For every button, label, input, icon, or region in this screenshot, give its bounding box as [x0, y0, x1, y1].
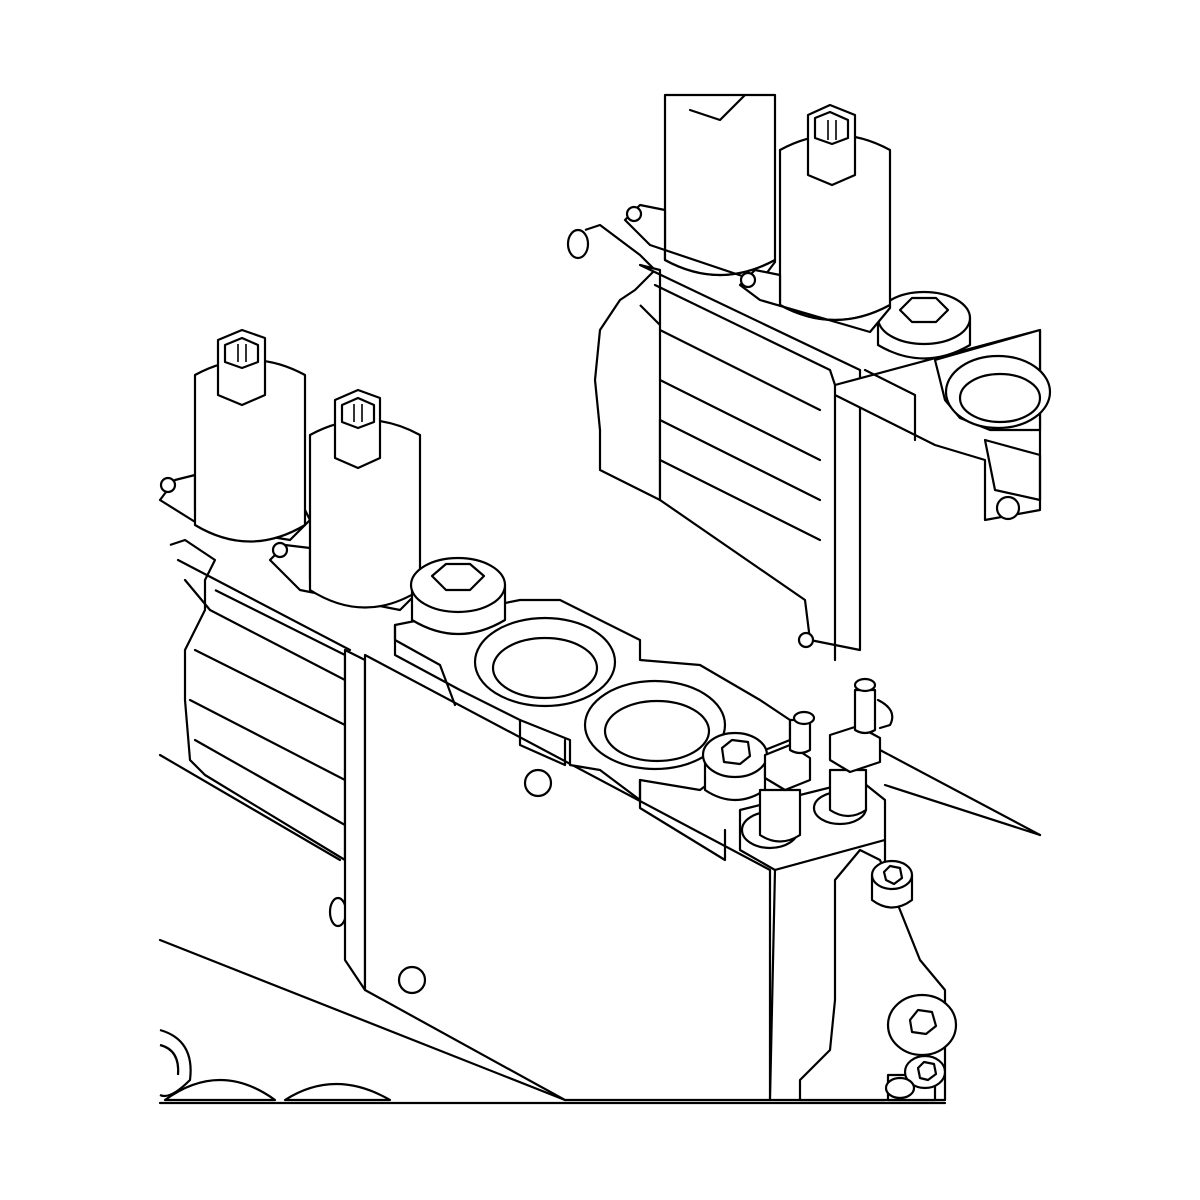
rear-bolt-hex-socket — [898, 296, 950, 324]
rear-solenoid-flange-right — [738, 268, 892, 334]
front-connector-right-socket — [340, 396, 376, 430]
rear-block-grooves — [658, 328, 822, 542]
fitting-left-stem — [788, 718, 812, 755]
fitting-right-stem — [853, 688, 877, 735]
base-port-right — [283, 1083, 392, 1102]
front-bolt-pad — [393, 623, 457, 707]
front-bolt-hex-socket — [430, 562, 486, 592]
fitting-left-tip — [792, 710, 816, 726]
front-top-lug-2 — [638, 778, 727, 862]
base-port-middle — [163, 1078, 277, 1102]
rear-left-end-casting — [584, 223, 672, 502]
side-bracket-large-screw-socket — [908, 1008, 938, 1036]
rear-mount-hole — [995, 495, 1021, 521]
fitting-right-clip — [876, 698, 894, 730]
rear-port-inner-bore — [958, 372, 1042, 424]
front-connector-right-pins — [353, 404, 363, 422]
front-connector-left-socket — [223, 336, 260, 370]
side-bracket-nut — [884, 1076, 916, 1100]
front-valve-block — [158, 328, 1042, 1102]
front-block-hole-upper — [523, 768, 553, 798]
side-bracket-lower-screw-socket — [916, 1060, 938, 1082]
front-connector-left-pins — [237, 344, 247, 362]
rear-block-rod — [653, 283, 837, 387]
front-block-main-face — [363, 653, 772, 1102]
rear-end-plug — [566, 228, 590, 260]
front-block-grooves — [183, 578, 347, 827]
front-flange-screw-right — [271, 541, 289, 559]
base-plate-edge — [158, 938, 567, 1102]
rear-block-base-edge — [878, 748, 1042, 837]
rear-bottom-hole — [797, 631, 815, 649]
rear-flange-screw-right — [739, 271, 757, 289]
fitting-left-body — [758, 788, 802, 843]
rear-connector-pins — [827, 120, 837, 140]
fitting-right-body — [828, 768, 868, 818]
fitting-block-rear-edge — [883, 783, 1042, 837]
rear-solenoid-left-top — [688, 93, 747, 122]
rear-connector-socket — [813, 110, 850, 146]
base-port-left-inner — [159, 1043, 180, 1076]
front-block-rod — [176, 558, 352, 652]
front-flange-screw-left — [159, 476, 177, 494]
fitting-right-tip — [853, 677, 877, 693]
rear-bracket — [863, 368, 917, 442]
fitting-right-hex-nut — [828, 724, 882, 774]
front-block-left-face — [343, 648, 367, 992]
front-port-2-inner-bore — [603, 699, 711, 763]
rear-side-lug — [983, 438, 1042, 502]
front-port-1-inner-bore — [491, 636, 599, 700]
small-bolt-hex-socket — [720, 738, 752, 766]
rear-block-body — [638, 263, 862, 652]
rear-flange-screw-left — [625, 205, 643, 223]
front-block-hole-lower — [397, 965, 427, 995]
front-top-lug-1 — [518, 718, 567, 767]
side-bracket-screw-upper-socket — [882, 864, 904, 886]
rear-solenoid-flange-left — [623, 203, 777, 284]
base-plate-side-edge — [158, 753, 342, 862]
rear-valve-block — [566, 93, 1052, 837]
front-end-plug — [328, 896, 348, 928]
rear-solenoid-coil-left — [663, 93, 777, 276]
